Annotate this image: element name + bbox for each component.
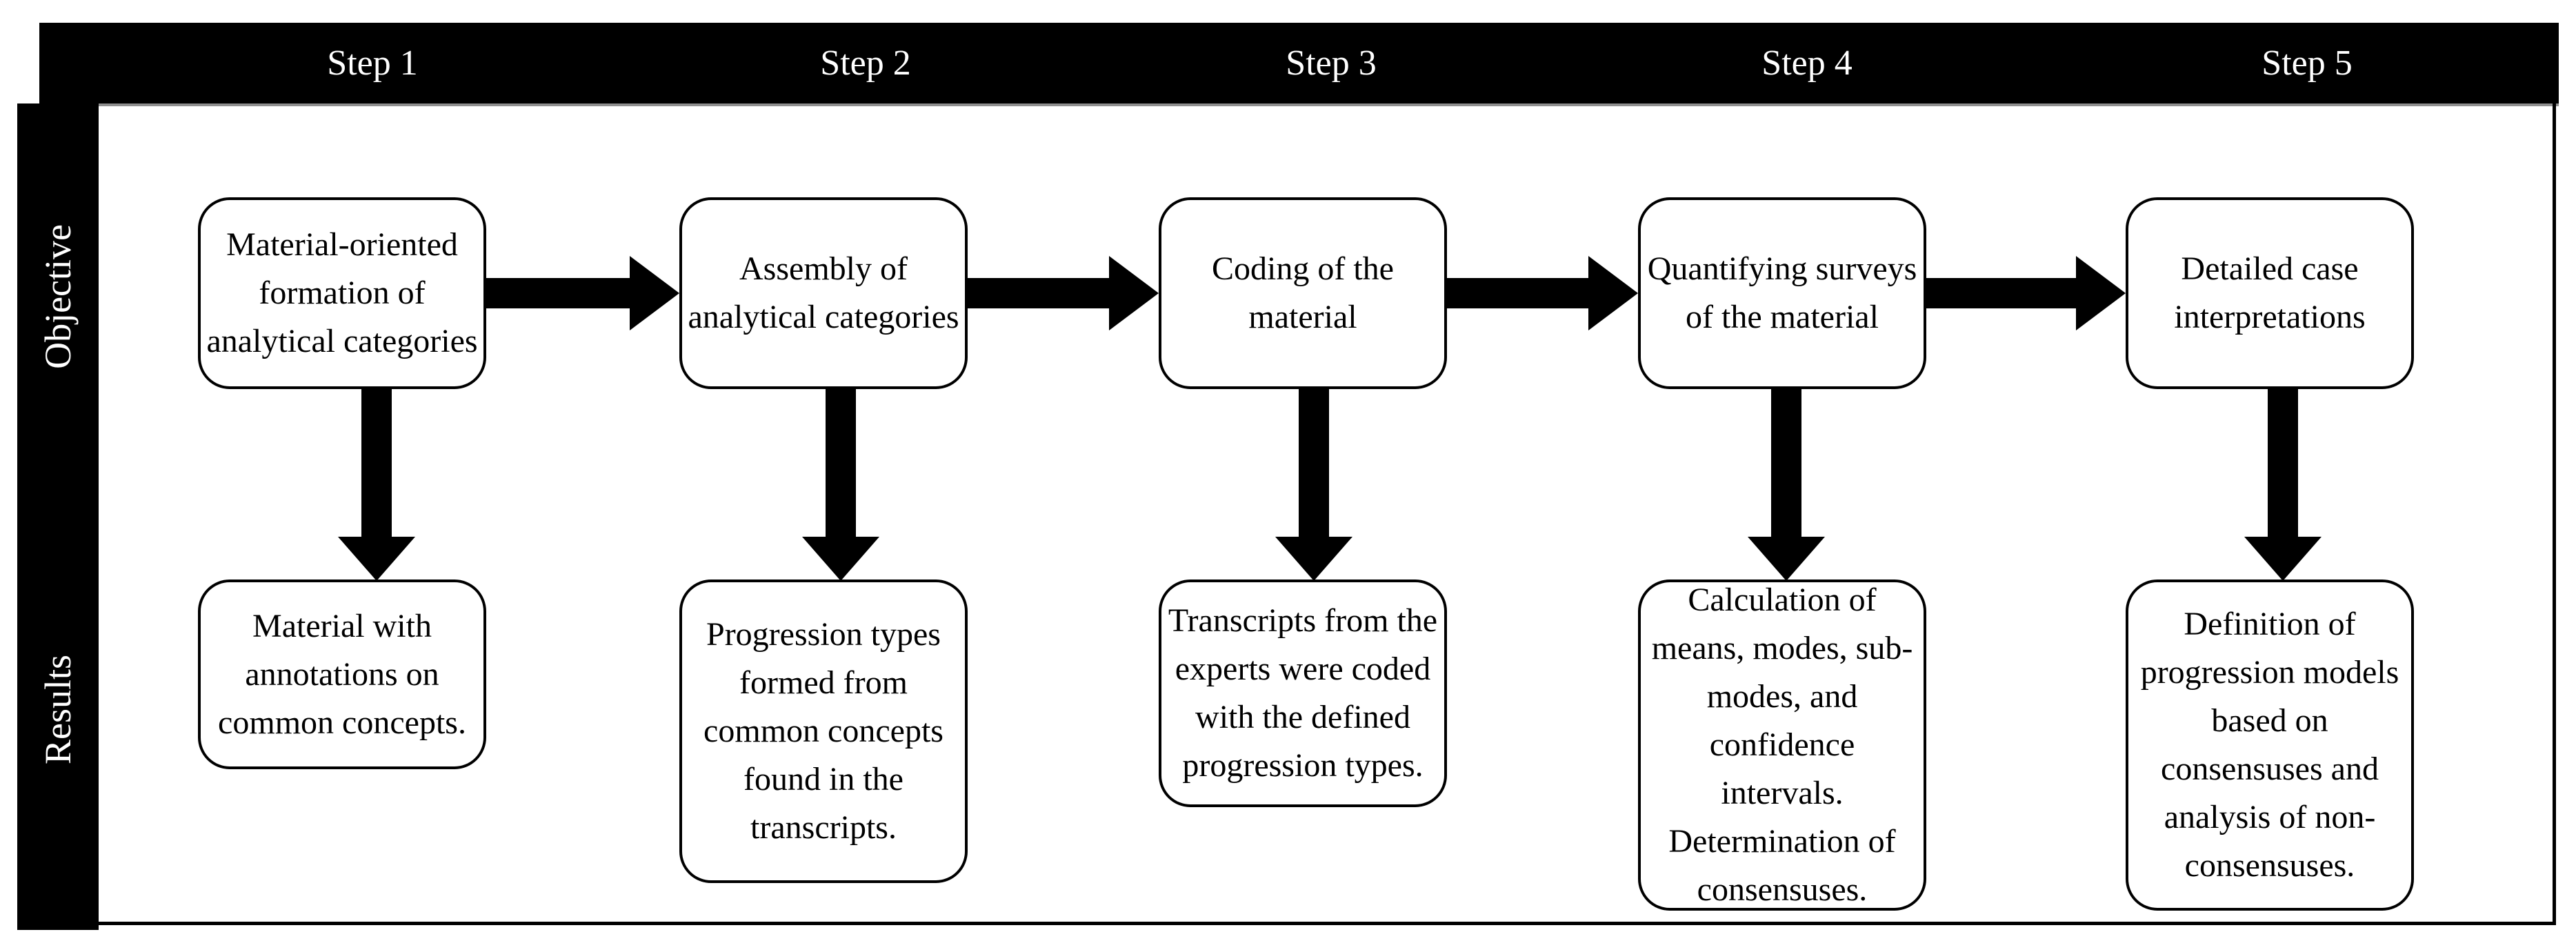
arrow-down-step4-icon [1748,537,1825,581]
results-box-step-4-text: Calculation of means, modes, sub- modes,… [1651,582,1913,908]
objective-row-label-text: Objective [37,224,79,369]
step-2-label: Step 2 [820,43,911,83]
step-1-label: Step 1 [327,43,418,83]
objective-box-step-5: Detailed case interpretations [2126,197,2414,389]
step-header-bar [39,23,2559,106]
objective-box-step-1-text: Material-oriented formation of analytica… [206,226,478,359]
arrow-right-step4-step5-icon [2076,256,2126,330]
arrow-down-step1-icon [338,537,415,581]
objective-box-step-2: Assembly of analytical categories [679,197,968,389]
results-box-step-2: Progression types formed from common con… [679,580,968,883]
arrow-down-step5-shaft [2268,388,2298,538]
results-row-label-text: Results [37,655,79,765]
results-box-step-4: Calculation of means, modes, sub- modes,… [1638,580,1926,911]
arrow-right-step1-step2-shaft [485,278,631,308]
results-box-step-3-text: Transcripts from the experts were coded … [1168,602,1438,784]
objective-row-label: Objective [17,103,99,490]
results-box-step-2-text: Progression types formed from common con… [703,616,943,846]
objective-box-step-4-text: Quantifying surveys of the material [1647,250,1917,335]
arrow-right-step2-step3-icon [1109,256,1159,330]
arrow-right-step3-step4-shaft [1446,278,1590,308]
objective-box-step-3: Coding of the material [1159,197,1447,389]
step-4-label: Step 4 [1761,43,1853,83]
arrow-down-step4-shaft [1771,388,1801,538]
frame-bottom-border [99,922,2556,925]
arrow-down-step3-icon [1275,537,1352,581]
arrow-down-step2-shaft [826,388,856,538]
frame-right-border [2553,103,2556,925]
results-row-label: Results [17,490,99,930]
arrow-right-step4-step5-shaft [1925,278,2077,308]
arrow-right-step2-step3-shaft [966,278,1110,308]
arrow-down-step5-icon [2244,537,2322,581]
arrow-right-step1-step2-icon [630,256,679,330]
arrow-right-step3-step4-icon [1588,256,1638,330]
results-box-step-1-text: Material with annotations on common conc… [218,607,466,741]
step-5-label: Step 5 [2262,43,2353,83]
results-box-step-3: Transcripts from the experts were coded … [1159,580,1447,807]
objective-box-step-3-text: Coding of the material [1212,250,1394,335]
arrow-down-step1-shaft [361,388,392,538]
objective-box-step-2-text: Assembly of analytical categories [688,250,959,335]
results-box-step-5-text: Definition of progression models based o… [2140,606,2399,884]
results-box-step-5: Definition of progression models based o… [2126,580,2414,911]
objective-box-step-4: Quantifying surveys of the material [1638,197,1926,389]
results-box-step-1: Material with annotations on common conc… [198,580,486,769]
arrow-down-step3-shaft [1299,388,1329,538]
step-3-label: Step 3 [1286,43,1377,83]
objective-box-step-5-text: Detailed case interpretations [2174,250,2366,335]
row-label-sidebar [17,103,99,930]
objective-box-step-1: Material-oriented formation of analytica… [198,197,486,389]
arrow-down-step2-icon [802,537,879,581]
